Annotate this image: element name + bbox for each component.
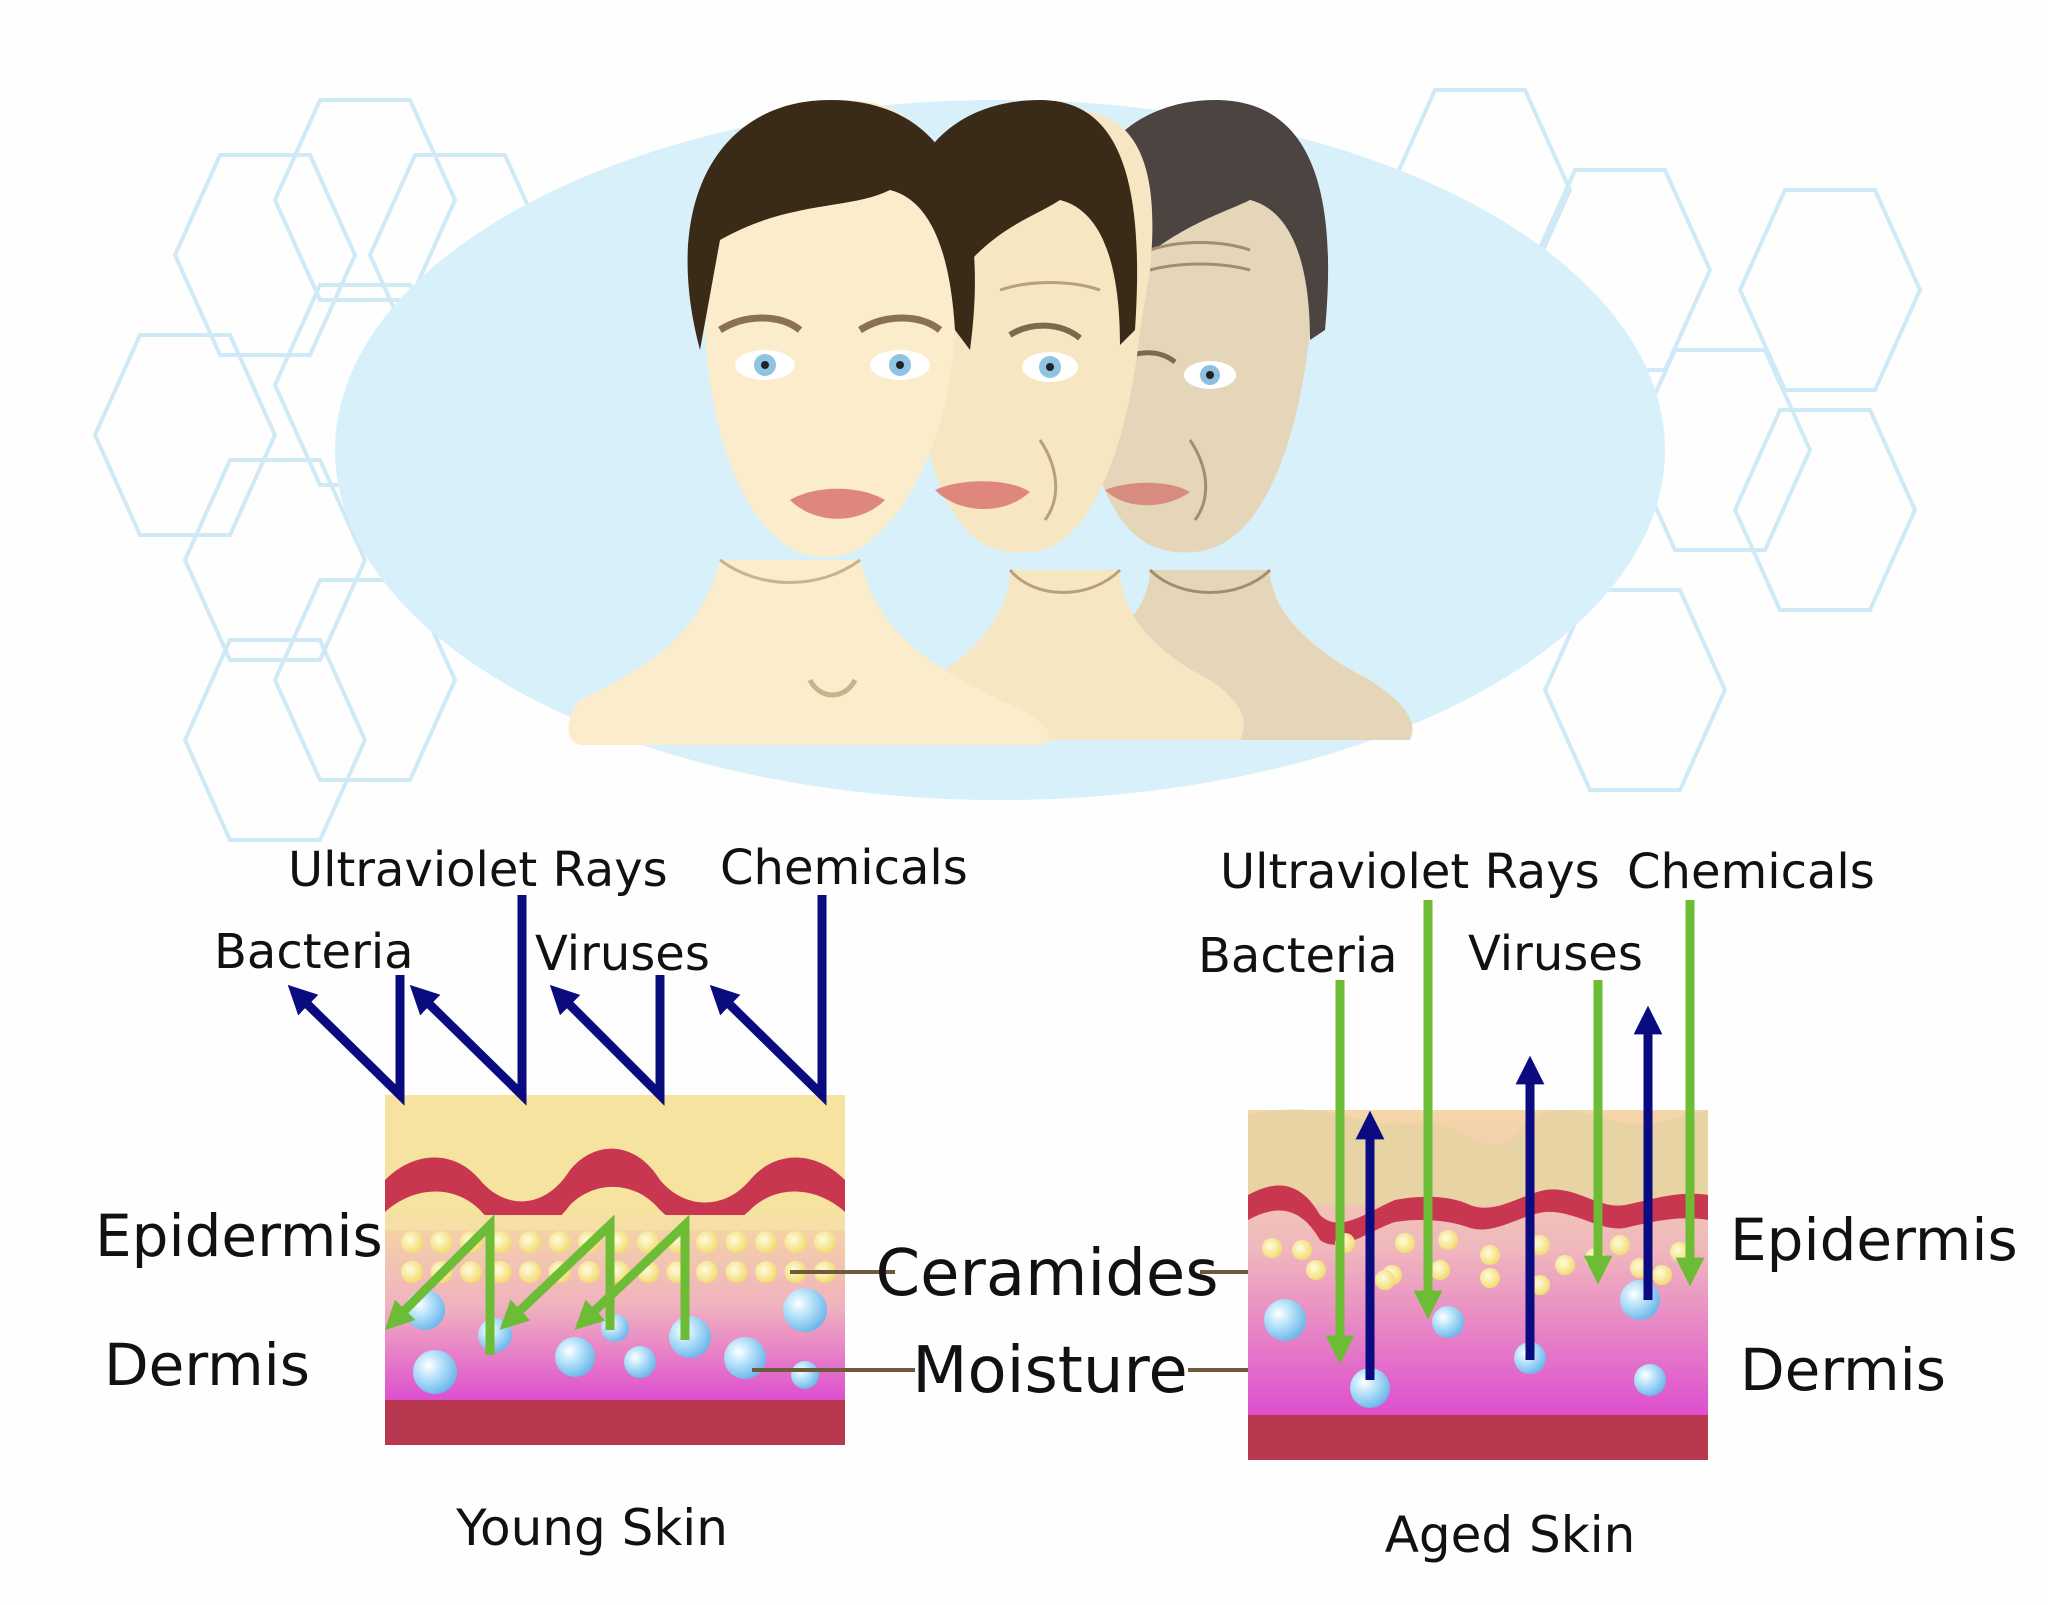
moisture-bubble [601, 1314, 629, 1342]
young-label-dermis: Dermis [104, 1331, 310, 1399]
young-label-viruses: Viruses [535, 926, 710, 982]
aged-wavy-band [1248, 1185, 1708, 1245]
young-ceramide-cluster [401, 1231, 836, 1283]
young-arrow-viruses [549, 975, 665, 1106]
young-base-layer [385, 1400, 845, 1445]
ceramide-dot [637, 1231, 659, 1253]
moisture-bubble [1350, 1368, 1390, 1408]
young-moisture-escape-arrows [384, 1214, 690, 1355]
ceramide-dot [401, 1231, 423, 1253]
moisture-bubble [1620, 1280, 1660, 1320]
ceramide-dot [1395, 1233, 1415, 1253]
ceramide-dot [489, 1231, 512, 1253]
ceramide-dot [489, 1261, 512, 1283]
young-skin-section [384, 1095, 845, 1445]
ceramide-dot [1306, 1260, 1326, 1280]
ceramide-dot [1652, 1265, 1672, 1285]
ceramide-dot [401, 1261, 423, 1283]
callout-moisture: Moisture [912, 1334, 1187, 1408]
moisture-bubble [624, 1346, 656, 1378]
young-arrow-uv [409, 895, 527, 1106]
ceramide-dot [1530, 1275, 1550, 1295]
young-label-bacteria: Bacteria [214, 924, 414, 980]
young-arrow-chemicals [709, 895, 827, 1106]
moisture-bubble [413, 1350, 457, 1394]
ceramide-dot [578, 1261, 600, 1283]
moisture-bubble [478, 1318, 512, 1352]
ceramide-dot [430, 1231, 453, 1253]
callout-ceramides: Ceramides [875, 1237, 1218, 1311]
ceramide-dot [1555, 1255, 1575, 1275]
young-wavy-band [385, 1148, 845, 1232]
aged-moisture-escape-arrows [1355, 1005, 1663, 1380]
aged-label-uv: Ultraviolet Rays [1220, 844, 1600, 900]
ceramide-dot [519, 1231, 541, 1253]
ceramide-dot [460, 1261, 482, 1283]
young-blocked-threat-arrows [287, 895, 827, 1106]
ceramide-dot [725, 1261, 748, 1283]
ceramide-dot [1480, 1268, 1500, 1288]
moisture-bubble [1634, 1364, 1666, 1396]
young-label-chemicals: Chemicals [720, 840, 968, 896]
ceramide-dot [696, 1231, 718, 1253]
face-young [568, 100, 1050, 745]
ceramide-dot [1670, 1242, 1690, 1262]
ceramide-dot [1430, 1260, 1450, 1280]
young-label-uv: Ultraviolet Rays [288, 842, 668, 898]
young-label-epidermis: Epidermis [95, 1202, 383, 1270]
ceramide-dot [548, 1231, 571, 1253]
ceramide-dot [1375, 1270, 1395, 1290]
moisture-bubble [1432, 1306, 1464, 1338]
ceramide-dot [696, 1261, 718, 1283]
aged-label-epidermis: Epidermis [1730, 1206, 2018, 1274]
moisture-bubble [669, 1316, 711, 1358]
ceramide-dot [1262, 1238, 1282, 1258]
moisture-bubble [791, 1361, 819, 1389]
ceramide-dot [784, 1231, 807, 1253]
ceramide-dot [1438, 1230, 1458, 1250]
ceramide-dot [725, 1231, 748, 1253]
ceramide-dot [1480, 1245, 1500, 1265]
ceramide-dot [755, 1231, 777, 1253]
ceramide-dot [755, 1261, 777, 1283]
aged-skin-section [1248, 1109, 1708, 1460]
ceramide-dot [1610, 1235, 1630, 1255]
aged-penetrating-threat-arrows [1325, 900, 1705, 1365]
aged-label-bacteria: Bacteria [1198, 928, 1398, 984]
aged-caption: Aged Skin [1385, 1506, 1636, 1564]
aged-label-viruses: Viruses [1468, 926, 1643, 982]
moisture-bubble [724, 1337, 766, 1379]
aged-label-chemicals: Chemicals [1627, 844, 1875, 900]
aged-base-layer [1248, 1415, 1708, 1460]
ceramide-dot [519, 1261, 541, 1283]
moisture-bubble [1264, 1299, 1306, 1341]
ceramide-dot [814, 1231, 836, 1253]
young-caption: Young Skin [455, 1499, 728, 1557]
aged-label-dermis: Dermis [1740, 1336, 1946, 1404]
ceramide-dot [1530, 1235, 1550, 1255]
moisture-bubble [783, 1288, 827, 1332]
ceramide-dot [1292, 1240, 1312, 1260]
moisture-bubble [555, 1337, 595, 1377]
young-arrow-bacteria [287, 975, 405, 1106]
aging-faces-illustration [568, 100, 1413, 745]
